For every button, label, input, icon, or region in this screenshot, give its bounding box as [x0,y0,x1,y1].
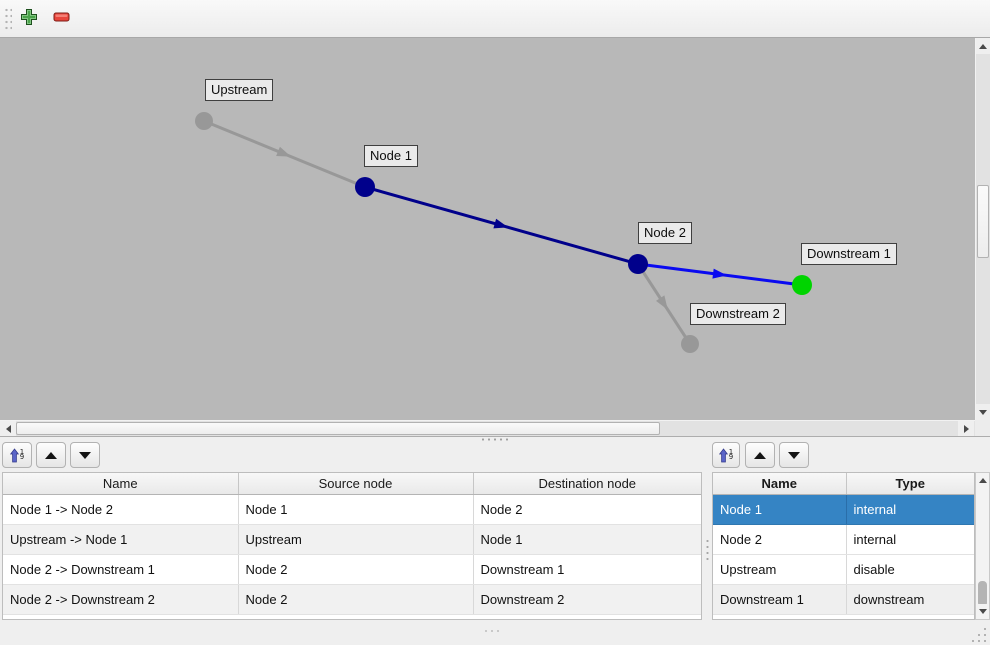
arrow-right-icon [963,424,969,433]
edge-arrow-icon [712,268,727,279]
canvas-horizontal-scrollbar[interactable] [0,420,975,436]
edges-move-up-button[interactable] [36,442,66,468]
remove-node-button[interactable] [49,6,75,32]
node-label[interactable]: Downstream 2 [690,303,786,325]
arrow-up-icon [979,43,987,49]
arrow-up-icon [978,477,987,483]
column-header[interactable]: Name [713,473,847,495]
edge-arrow-icon [276,146,291,157]
table-cell[interactable]: Node 2 -> Downstream 2 [3,584,239,615]
graph-node[interactable] [681,335,699,353]
table-cell[interactable]: Downstream 1 [713,584,847,615]
edge-arrow-icon [655,295,668,310]
panel-resize-handle[interactable] [483,630,499,632]
scrollbar-corner [975,420,990,436]
table-cell[interactable]: Node 2 -> Downstream 1 [3,554,239,585]
edge-arrow-icon [493,218,509,229]
table-cell[interactable]: disable [846,554,974,585]
table-cell[interactable]: Node 2 [713,524,847,555]
table-cell[interactable]: Downstream 2 [473,584,701,615]
nodes-move-down-button[interactable] [779,442,809,468]
canvas-vertical-scrollbar[interactable] [975,38,990,420]
toolbar-drag-handle[interactable] [4,7,12,31]
scroll-up-button[interactable] [976,473,989,487]
scroll-up-button[interactable] [976,38,990,54]
table-cell[interactable]: Downstream 1 [473,554,701,585]
scroll-right-button[interactable] [958,421,974,436]
column-header[interactable]: Source node [238,473,474,495]
main-toolbar [0,0,990,38]
graph-node[interactable] [792,275,812,295]
arrow-down-icon [979,409,987,415]
add-icon [20,8,38,31]
edges-move-down-button[interactable] [70,442,100,468]
window-resize-grip[interactable] [972,626,988,642]
scroll-left-button[interactable] [0,421,16,436]
table-cell[interactable]: internal [846,524,974,555]
table-cell[interactable]: Upstream -> Node 1 [3,524,239,555]
graph-svg [195,112,812,353]
table-cell[interactable]: Upstream [713,554,847,585]
scroll-down-button[interactable] [976,404,990,420]
remove-icon [53,10,71,28]
table-cell[interactable]: downstream [846,584,974,615]
column-header[interactable]: Name [3,473,239,495]
nodes-table-scrollbar[interactable] [975,472,990,620]
node-label[interactable]: Downstream 1 [801,243,897,265]
scroll-down-button[interactable] [976,604,989,618]
vertical-scrollbar-thumb[interactable] [977,185,989,258]
arrow-left-icon [5,424,11,433]
nodes-move-up-button[interactable] [745,442,775,468]
table-cell[interactable]: Node 1 [238,494,474,525]
vertical-splitter[interactable] [706,538,709,560]
arrow-up-icon [45,451,57,459]
table-cell[interactable]: Upstream [238,524,474,555]
column-header[interactable]: Destination node [473,473,701,495]
column-header[interactable]: Type [846,473,974,495]
table-scrollbar-thumb[interactable] [978,581,987,607]
horizontal-scrollbar-thumb[interactable] [16,422,660,435]
arrow-up-icon [754,451,766,459]
node-label[interactable]: Node 2 [638,222,692,244]
table-cell[interactable]: Node 2 [238,554,474,585]
table-cell[interactable]: internal [846,494,974,525]
arrow-down-icon [79,451,91,459]
arrow-down-icon [788,451,800,459]
horizontal-splitter[interactable] [0,436,990,443]
table-cell[interactable]: Node 1 [473,524,701,555]
node-label[interactable]: Upstream [205,79,274,101]
splitter-handle-icon [480,438,512,441]
table-cell[interactable]: Node 2 [473,494,701,525]
add-node-button[interactable] [16,6,42,32]
graph-node[interactable] [628,254,648,274]
node-label[interactable]: Node 1 [364,145,418,167]
table-cell[interactable]: Node 1 [713,494,847,525]
arrow-down-icon [978,608,987,614]
graph-node[interactable] [355,177,375,197]
table-cell[interactable]: Node 1 -> Node 2 [3,494,239,525]
table-cell[interactable]: Node 2 [238,584,474,615]
graph-node[interactable] [195,112,213,130]
